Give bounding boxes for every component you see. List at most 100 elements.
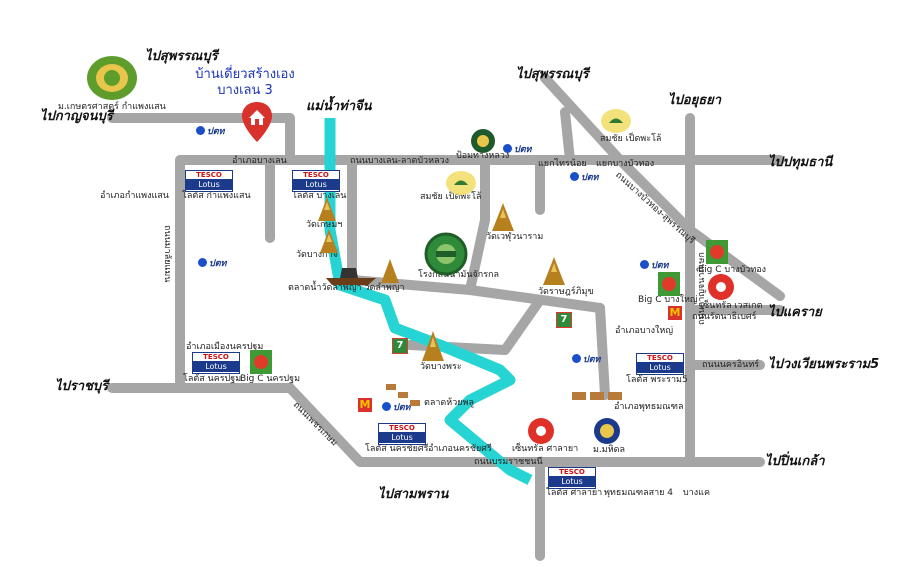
seven-eleven-icon: 7	[392, 338, 408, 354]
label-amphoe-nakhon: อำเภอเมืองนครปฐม	[186, 342, 264, 352]
label-amphoe-phutthamonthon: อำเภอพุทธมณฑล	[614, 402, 684, 412]
label-bang-khae: บางแค	[683, 488, 710, 498]
ptt-dot-icon	[570, 172, 579, 181]
ptt-station-3: ปตท	[570, 172, 599, 183]
river-tha-chin	[324, 118, 533, 485]
ptt-dot-icon	[640, 260, 649, 269]
label-wat-rai-king: วัดราษฎร์ภิมุข	[538, 287, 594, 297]
label-wat-bangphra: วัดบางพระ	[420, 362, 462, 372]
dir-wongwian: ไปวงเวียนพระราม5	[768, 357, 880, 372]
label-bigc-nakhon: Big C นครปฐม	[240, 374, 301, 384]
ptt-station-5: ปตท	[640, 260, 669, 271]
refinery-seal-icon	[424, 232, 468, 276]
mahidol-seal-icon	[594, 418, 620, 444]
ptt-dot-icon	[196, 126, 205, 135]
dir-pinklao: ไปปิ่นเกล้า	[765, 454, 825, 469]
label-road-nakhon-in: ถนนนครอินทร์	[702, 360, 760, 370]
label-phutthamonthon4: พุทธมณฑลสาย 4	[604, 488, 674, 498]
label-rattanathibet: ถนนรัตนาธิเบศร์	[692, 312, 757, 322]
label-lotus-nakhon: โลตัส นครปฐม	[183, 374, 242, 384]
label-central-west: เซ็นทรัล เวสเกต	[700, 301, 763, 311]
temple-icon	[543, 257, 565, 285]
dir-ayutthaya: ไปอยุธยา	[668, 93, 722, 108]
dir-suphan-left: ไปสุพรรณบุรี	[145, 49, 218, 64]
label-lotus-nakhonchaisri: โลตัส นครชัยศรี	[365, 444, 429, 454]
label-wat-wiset: วัดเวฬุวนาราม	[486, 232, 544, 242]
bigc-icon	[658, 272, 680, 296]
dir-kanchanaburi: ไปกาญจนบุรี	[40, 109, 113, 124]
label-sam-yaek2: แยกบางบัวทอง	[596, 159, 655, 169]
dir-ratchaburi: ไปราชบุรี	[55, 379, 109, 394]
label-talat-nam: ตลาดน้ำวัดลำพญา วัดลำพญา	[288, 283, 405, 293]
label-wat-kaew: วัดเกษมฯ	[306, 220, 343, 230]
dir-pathum: ไปปทุมธานี	[768, 155, 833, 170]
label-lotus-praram: โลตัส พระราม5	[626, 375, 688, 385]
temple-icon	[318, 197, 336, 221]
kasetsart-seal-icon	[87, 56, 137, 100]
market-stall-icon	[386, 384, 420, 406]
central-icon	[708, 274, 734, 300]
ptt-station-7: ปตท	[382, 402, 411, 413]
temple-icon	[492, 203, 514, 231]
ptt-dot-icon	[503, 144, 512, 153]
label-amphoe-nakhonchaisri: อำเภอนครชัยศรี	[428, 444, 492, 454]
label-talat-huay: ตลาดห้วยพลู	[424, 398, 474, 408]
ptt-dot-icon	[198, 258, 207, 267]
mcdonalds-icon: M	[358, 398, 372, 412]
market-stall-icon	[572, 392, 622, 400]
temple-icon	[320, 229, 338, 253]
bigc-icon	[706, 240, 728, 264]
duck-restaurant-icon	[601, 109, 631, 133]
label-lotus-salaya: โลตัส ศาลายา	[546, 488, 603, 498]
ptt-dot-icon	[572, 354, 581, 363]
ptt-station-4: ปตท	[198, 258, 227, 269]
label-lotus-kamphaeng: โลตัส กำแพงแสน	[182, 191, 251, 201]
road-suphan-diagonal	[540, 73, 785, 301]
duck-restaurant-icon	[446, 171, 476, 195]
dir-tha-chin: แม่น้ำท่าจีน	[306, 99, 372, 114]
label-amphoe-kamphaeng: อำเภอกำแพงแสน	[100, 191, 169, 201]
header-title: บ้านเดี่ยวสร้างเอง บางเลน 3	[185, 67, 305, 98]
label-borommaratchachonnani: ถนนบรมราชชนนี	[474, 457, 543, 467]
seven-eleven-icon: 7	[556, 312, 572, 328]
road-middle-4	[595, 303, 610, 400]
label-bang-luang: ป้อมทางหลวง	[456, 151, 510, 161]
dir-khaerai: ไปแคราย	[768, 305, 822, 320]
label-somchai-1: สมชัย เป็ดพะโล้	[600, 134, 662, 144]
ptt-station-6: ปตท	[572, 354, 601, 365]
label-kaset: ม.เกษตรศาสตร์ กำแพงแสน	[58, 102, 166, 112]
road-middle-2	[465, 155, 490, 295]
label-amphoe-bangyai: อำเภอบางใหญ่	[615, 326, 674, 336]
label-mahidol: ม.มหิดล	[593, 445, 626, 455]
label-bigc-bangyai: Big C บางใหญ่	[638, 295, 698, 305]
label-bigc-bangbuathong: Big C บางบัวทอง	[698, 265, 767, 275]
bigc-icon	[250, 350, 272, 374]
header-line-2: บางเลน 3	[217, 82, 273, 98]
label-sam-yaek: แยกไทรน้อย	[538, 159, 587, 169]
label-road-banglen: ถนนบางเลน-ลาดบัวหลวง	[350, 156, 449, 166]
dir-samphran: ไปสามพราน	[378, 487, 449, 502]
label-somchai-2: สมชัย เป็ดพะโล้	[420, 192, 482, 202]
central-icon	[528, 418, 554, 444]
label-wat-bangkha: วัดบางกาจี	[296, 250, 338, 260]
temple-icon	[381, 259, 399, 283]
highway-badge-icon	[471, 129, 495, 153]
ptt-station-1: ปตท	[196, 126, 225, 137]
temple-icon	[422, 331, 444, 361]
dir-suphan-mid: ไปสุพรรณบุรี	[516, 67, 589, 82]
label-amphoe-banglen: อำเภอบางเลน	[232, 156, 287, 166]
location-pin-icon[interactable]	[240, 100, 274, 144]
label-lotus-banglen: โลตัส บางเลน	[292, 191, 347, 201]
ptt-station-2: ปตท	[503, 144, 532, 155]
road-suphan-branch	[560, 107, 575, 165]
boat-icon	[326, 268, 376, 285]
ptt-dot-icon	[382, 402, 391, 411]
header-line-1: บ้านเดี่ยวสร้างเอง	[195, 67, 295, 82]
